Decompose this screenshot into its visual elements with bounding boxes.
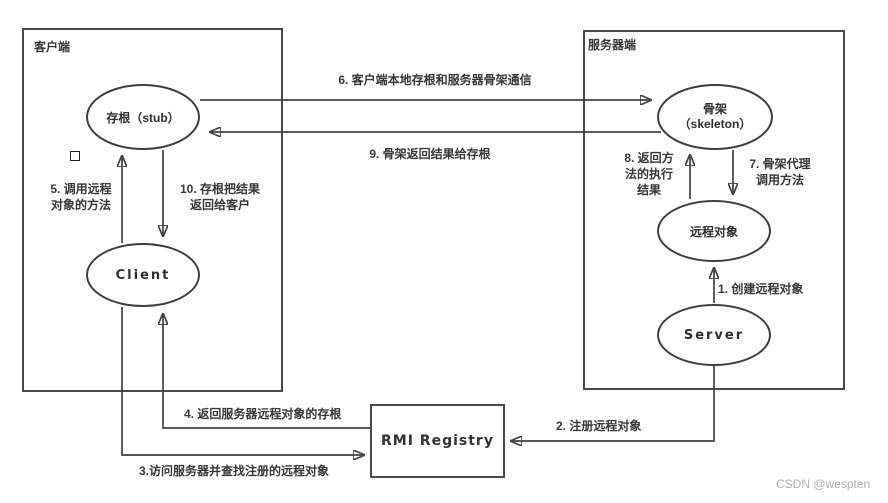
- step-7-label: 7. 骨架代理 调用方法: [749, 157, 811, 187]
- server-node: Server: [657, 304, 771, 366]
- skeleton-node: 骨架 （skeleton）: [657, 84, 773, 150]
- server-node-label: Server: [683, 327, 745, 343]
- stub-node-label: 存根（stub）: [106, 110, 180, 125]
- step-6-label: 6. 客户端本地存根和服务器骨架通信: [338, 73, 532, 87]
- client-node-label: Client: [115, 267, 171, 283]
- server-box-title: 服务器端: [588, 38, 637, 52]
- step-5-label: 5. 调用远程 对象的方法: [50, 182, 112, 212]
- step-8-label: 8. 返回方 法的执行 结果: [624, 151, 674, 197]
- step-10-label: 10. 存根把结果 返回给客户: [179, 182, 261, 212]
- skeleton-node-label-line1: 骨架: [702, 102, 727, 116]
- stub-node: 存根（stub）: [86, 84, 200, 150]
- step-4-label: 4. 返回服务器远程对象的存根: [184, 407, 342, 421]
- step-1-label: 1. 创建远程对象: [718, 282, 804, 296]
- watermark: CSDN @wespten: [776, 477, 871, 491]
- step-3-label: 3.访问服务器并查找注册的远程对象: [139, 464, 330, 478]
- step-9-label: 9. 骨架返回结果给存根: [369, 147, 491, 161]
- remote-object-node: 远程对象: [657, 200, 771, 262]
- step-2-label: 2. 注册远程对象: [556, 419, 642, 433]
- remote-object-node-label: 远程对象: [689, 224, 738, 239]
- client-node: Client: [86, 243, 200, 307]
- skeleton-node-label-line2: （skeleton）: [678, 117, 752, 131]
- rmi-registry-box: RMI Registry: [370, 404, 505, 478]
- small-square-artifact: [70, 151, 80, 161]
- client-box-title: 客户端: [34, 40, 71, 54]
- rmi-registry-label: RMI Registry: [381, 433, 494, 449]
